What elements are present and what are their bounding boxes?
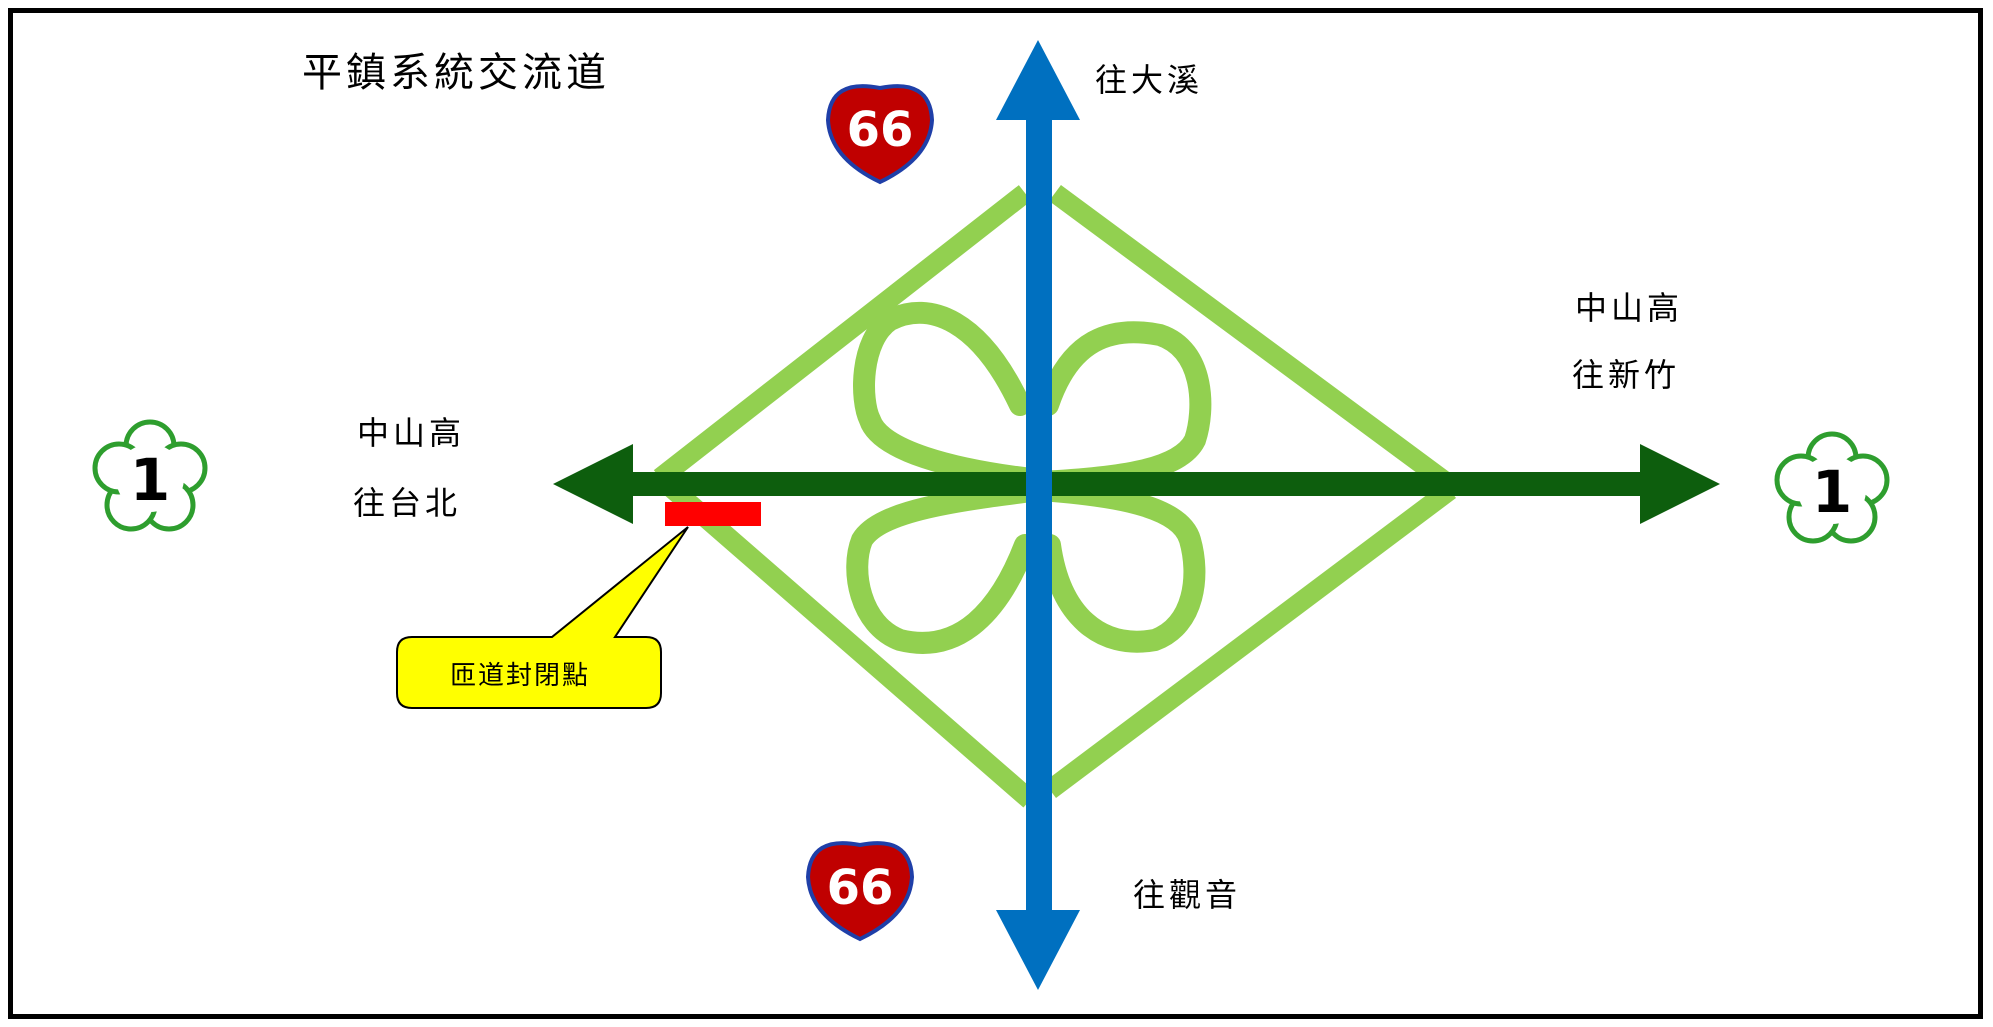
route66-shield-north: 66: [825, 84, 935, 185]
ramp-northeast: [1049, 184, 1456, 494]
freeway-line: [620, 472, 1650, 496]
callout-bubble: [396, 526, 689, 709]
direction-west-line2: 往台北: [353, 484, 462, 522]
route66-shield-south-body: [805, 841, 915, 942]
freeway1-shield-east-number: 1: [1812, 458, 1852, 526]
route66-shield-north-number: 66: [847, 102, 914, 158]
provincial-arrowhead-south: [996, 910, 1080, 990]
outer-ramps: [653, 184, 1456, 808]
direction-south-label: 往觀音: [1133, 876, 1242, 914]
loop-northeast: [1029, 321, 1212, 493]
closure-callout: [396, 526, 689, 709]
route66-shield-south: 66: [805, 841, 915, 942]
freeway1-shield-east: 1: [1774, 431, 1890, 544]
freeway1-shield-west: 1: [92, 419, 208, 532]
direction-west-line1: 中山高: [357, 414, 466, 452]
provincial-line: [1026, 110, 1052, 930]
freeway-arrow: [553, 444, 1720, 524]
loop-southwest: [846, 479, 1051, 654]
route66-shield-south-number: 66: [827, 860, 894, 916]
freeway-arrowhead-east: [1640, 444, 1720, 524]
freeway-arrowhead-west: [553, 444, 633, 524]
loop-southeast: [1029, 479, 1206, 653]
closure-callout-text: 匝道封閉點: [450, 661, 591, 691]
ramp-northwest: [653, 185, 1032, 486]
direction-east-line2: 往新竹: [1572, 356, 1681, 394]
provincial-arrow: [996, 40, 1080, 990]
diagram-frame: [8, 8, 1983, 1019]
cloverleaf-loops: [846, 301, 1212, 654]
ramp-southeast: [1044, 482, 1456, 798]
diagram-title: 平鎮系統交流道: [302, 50, 610, 96]
route66-shield-north-body: [825, 84, 935, 185]
provincial-arrowhead-north: [996, 40, 1080, 120]
direction-north-label: 往大溪: [1095, 61, 1204, 99]
ramp-closure-marker: [665, 502, 761, 526]
freeway1-shield-west-number: 1: [130, 446, 170, 514]
ramp-southwest: [653, 470, 1037, 808]
loop-northwest: [853, 301, 1051, 491]
direction-east-line1: 中山高: [1575, 289, 1684, 327]
